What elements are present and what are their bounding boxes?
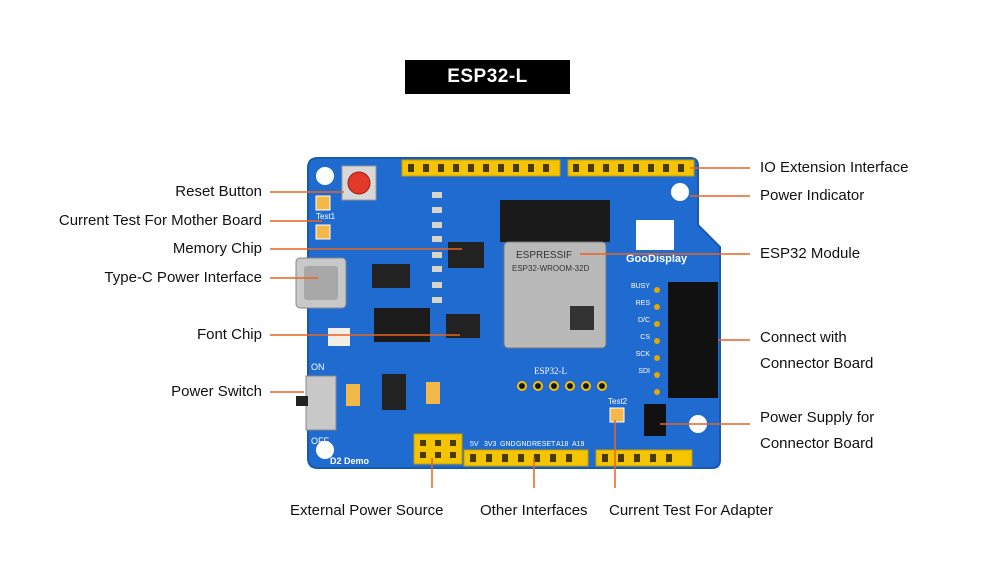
p5-pin-label: CS xyxy=(640,334,650,341)
callout-power-supply-for: Power Supply for xyxy=(760,409,875,426)
qr-code xyxy=(570,306,594,330)
silk-title: ESP32-L xyxy=(534,366,567,376)
module-name: ESP32-WROOM-32D xyxy=(512,264,590,273)
callout-external-power-source: External Power Source xyxy=(290,502,444,519)
page-title: ESP32-L xyxy=(405,60,570,94)
callout-power-indicator: Power Indicator xyxy=(760,187,865,204)
bottom-pin-label: GND xyxy=(500,441,516,448)
goodisplay-logo-text: GooDisplay xyxy=(626,253,688,265)
ic-square xyxy=(372,264,410,288)
test2-pad xyxy=(609,407,625,423)
bottom-pin-label: A18 xyxy=(556,441,569,448)
callout-connector-board: Connector Board xyxy=(760,355,874,372)
goodisplay-logo-icon xyxy=(636,220,674,250)
reset-button-cap xyxy=(347,171,371,195)
font-chip xyxy=(446,314,480,338)
ext-power-header xyxy=(413,433,463,465)
jumper-p3 xyxy=(644,404,666,436)
callout-connect-with: Connect with xyxy=(760,329,847,346)
p5-pin-label: SCK xyxy=(636,351,651,358)
switch-off-label: OFF xyxy=(311,436,329,446)
p5-pin-label: BUSY xyxy=(631,283,650,290)
p5-pin-label: D/C xyxy=(638,317,650,324)
esp32-module-antenna xyxy=(500,200,610,242)
callout-other-interfaces: Other Interfaces xyxy=(480,502,588,519)
test1-label: Test1 xyxy=(316,212,336,221)
callout-reset-button: Reset Button xyxy=(175,183,262,200)
ic-wide xyxy=(374,308,430,342)
connector-p5 xyxy=(668,282,718,398)
mount-hole xyxy=(316,441,334,459)
callout-io-extension: IO Extension Interface xyxy=(760,159,909,176)
callout-current-test-adapter: Current Test For Adapter xyxy=(609,502,773,519)
header-top-right xyxy=(567,159,695,177)
callout-typec-power-interface: Type-C Power Interface xyxy=(104,269,262,286)
p5-pin-label: SDI xyxy=(638,368,650,375)
header-bottom-right xyxy=(595,449,693,467)
bottom-pin-label: 5V xyxy=(470,441,479,448)
demo-label: D2 Demo xyxy=(330,456,370,466)
capacitor xyxy=(426,382,440,404)
header-bottom-left xyxy=(463,449,589,467)
test1-pad xyxy=(315,224,331,240)
power-switch xyxy=(305,375,337,431)
callout-esp32-module: ESP32 Module xyxy=(760,245,861,262)
callout-power-switch: Power Switch xyxy=(171,383,262,400)
capacitor xyxy=(346,384,360,406)
mount-hole xyxy=(671,183,689,201)
memory-chip xyxy=(448,242,484,268)
callout-font-chip: Font Chip xyxy=(196,326,262,343)
callout-memory-chip: Memory Chip xyxy=(172,240,262,257)
test2-label: Test2 xyxy=(608,397,628,406)
callout-lines xyxy=(270,167,750,488)
regulator xyxy=(382,374,406,410)
bottom-pin-label: A19 xyxy=(572,441,585,448)
module-brand: ESPRESSIF xyxy=(516,250,572,261)
p5-pin-label: RES xyxy=(636,300,651,307)
mount-hole xyxy=(316,167,334,185)
callout-current-test-mother-board: Current Test For Mother Board xyxy=(58,212,262,229)
fuse-f1 xyxy=(328,328,350,346)
callout-connector-board-2: Connector Board xyxy=(760,435,874,452)
bottom-pin-label: GND xyxy=(516,441,532,448)
bottom-pin-label: 3V3 xyxy=(484,441,497,448)
bottom-pin-label: RESET xyxy=(532,441,556,448)
switch-on-label: ON xyxy=(311,362,325,372)
test1-pad xyxy=(315,195,331,211)
